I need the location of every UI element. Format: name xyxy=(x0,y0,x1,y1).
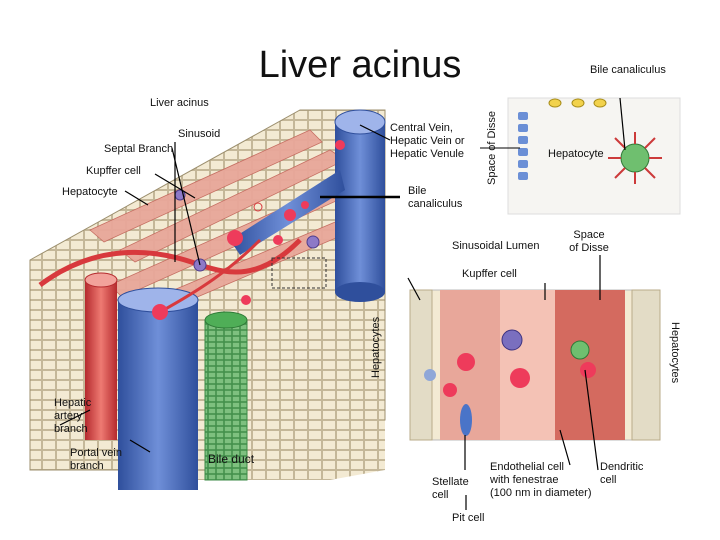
label-stellate-cell: Stellate cell xyxy=(432,476,469,501)
label-endothelial-cell: Endothelial cell with fenestrae (100 nm … xyxy=(490,461,592,499)
inset-blood-cells xyxy=(443,353,596,397)
inset-sinusoidal-lumen xyxy=(500,290,555,440)
bile-canaliculus-marker xyxy=(253,202,263,212)
hepatic-artery xyxy=(84,272,118,440)
inset-top-cells xyxy=(548,98,607,108)
label-liver-acinus: Liver acinus xyxy=(150,97,209,109)
zoom-region-box xyxy=(271,257,327,289)
callout-lines xyxy=(59,124,400,453)
label-pit-cell: Pit cell xyxy=(452,512,485,524)
label-bile-duct: Bile duct xyxy=(208,452,255,466)
inset-hepatocyte-columns xyxy=(409,289,661,441)
inset-callouts xyxy=(407,255,601,510)
inset-kupffer-cell xyxy=(501,329,523,351)
label-bile-canaliculus-mid: Bile canaliculus xyxy=(408,185,463,210)
inset-pit-cell xyxy=(424,369,436,381)
label-hepatocytes-right: Hepatocytes xyxy=(669,322,681,384)
label-hepatic-artery: Hepatic artery branch xyxy=(54,397,92,435)
label-central-vein: Central Vein, Hepatic Vein or Hepatic Ve… xyxy=(390,122,465,160)
label-space-of-disse-vertical: Space of Disse xyxy=(486,111,498,185)
inset-dendritic-cell-2 xyxy=(570,340,590,360)
label-portal-vein: Portal vein branch xyxy=(70,447,122,472)
label-sinusoid: Sinusoid xyxy=(178,128,221,140)
label-hepatocytes-left: Hepatocytes xyxy=(370,316,382,378)
label-bile-canaliculus-top: Bile canaliculus xyxy=(590,64,666,76)
central-vein xyxy=(334,109,386,302)
blood-cells xyxy=(152,140,345,320)
label-space-of-disse: Space of Disse xyxy=(569,229,609,254)
label-kupffer-cell-mid: Kupffer cell xyxy=(462,268,517,280)
label-hepatocyte-left: Hepatocyte xyxy=(62,186,118,198)
portal-vein xyxy=(117,287,199,490)
label-hepatocyte-inset: Hepatocyte xyxy=(548,148,604,160)
bile-duct xyxy=(204,311,248,481)
inset-stellate-cell xyxy=(460,404,472,436)
label-dendritic-cell: Dendritic cell xyxy=(600,461,644,486)
label-septal-branch: Septal Branch xyxy=(104,143,174,155)
label-sinusoidal-lumen: Sinusoidal Lumen xyxy=(452,240,540,252)
page-title: Liver acinus xyxy=(258,44,462,86)
inset-dendritic-cell xyxy=(608,132,662,184)
label-kupffer-cell-left: Kupffer cell xyxy=(86,165,141,177)
inset-receptors xyxy=(518,112,528,180)
